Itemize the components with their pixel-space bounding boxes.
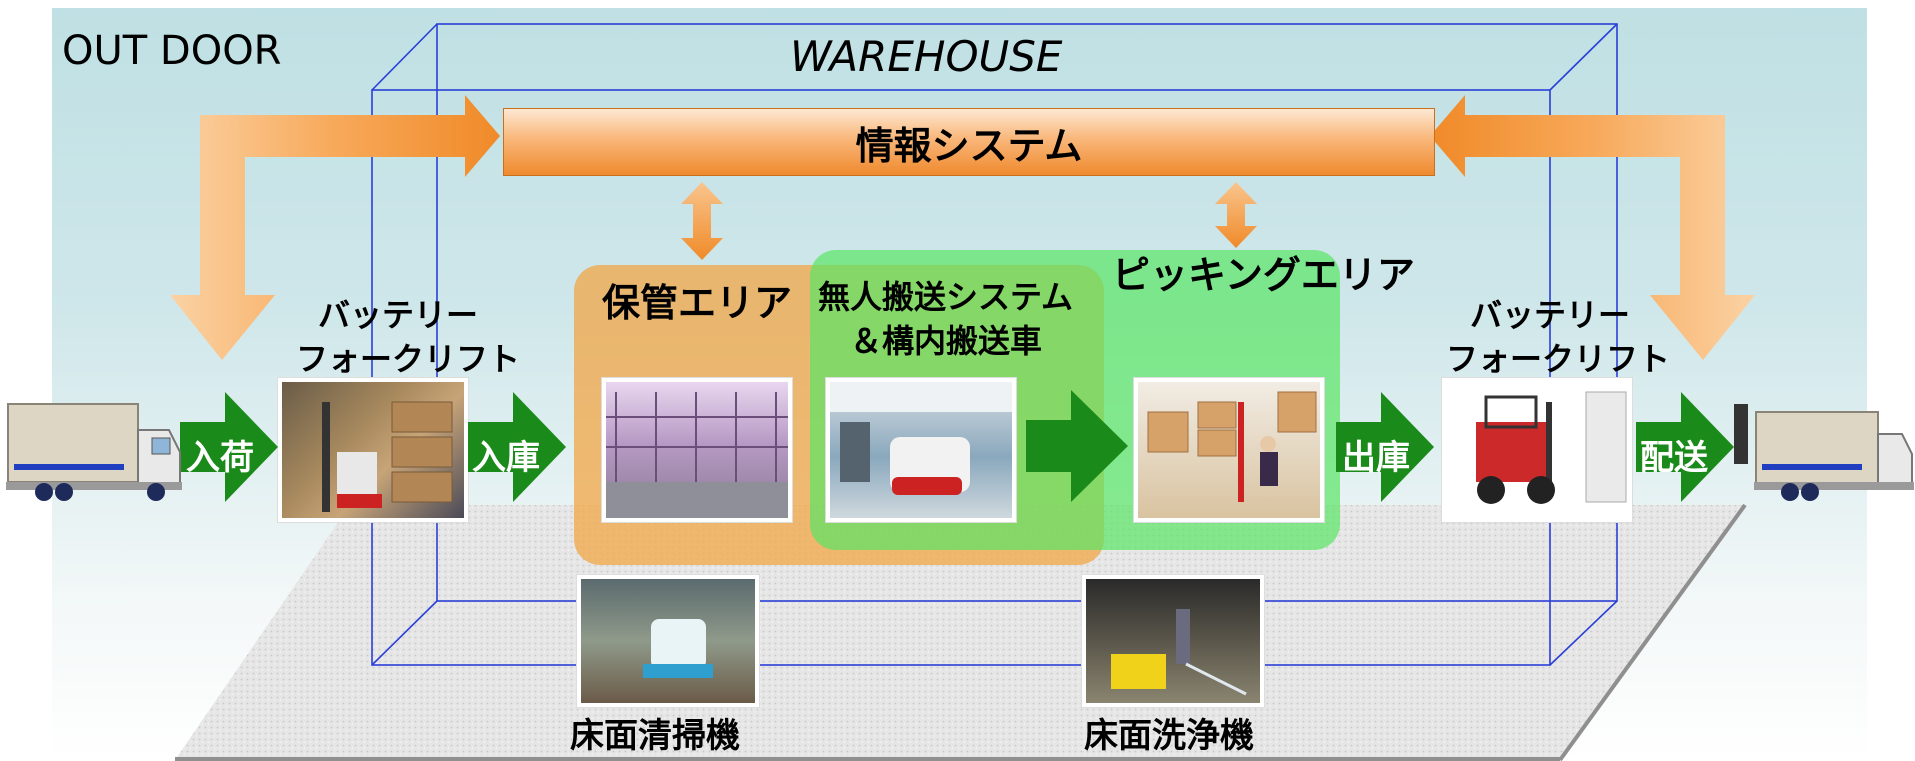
agv-label-line1: 無人搬送システム bbox=[818, 278, 1074, 316]
agv-photo bbox=[826, 378, 1016, 522]
forklift-right-illustration bbox=[1476, 391, 1627, 504]
storage-area-label: 保管エリア bbox=[602, 281, 793, 325]
transfer-arrow bbox=[1026, 390, 1128, 502]
forklift-left-photo bbox=[278, 378, 468, 522]
outdoor-label: OUT DOOR bbox=[62, 28, 282, 74]
forklift-right-label-line2: フォークリフト bbox=[1446, 340, 1671, 378]
storing-label: 入庫 bbox=[472, 438, 540, 478]
floor-sweeper-photo bbox=[577, 575, 759, 707]
picking-photo bbox=[1134, 378, 1324, 522]
storage-rack-photo bbox=[602, 378, 792, 522]
forklift-left-label-line1: バッテリー bbox=[318, 296, 479, 334]
delivery-arrow bbox=[1636, 392, 1734, 502]
receiving-label: 入荷 bbox=[186, 438, 254, 478]
truck-left-icon bbox=[6, 403, 182, 501]
floor-sweeper-label: 床面清掃機 bbox=[570, 716, 740, 756]
storage-rack-illustration bbox=[606, 392, 788, 518]
picking-illustration bbox=[1147, 391, 1317, 502]
warehouse-label: WAREHOUSE bbox=[790, 32, 1063, 81]
picking-area-label: ピッキングエリア bbox=[1112, 253, 1415, 297]
truck-right-icon bbox=[1734, 404, 1914, 501]
shipping-arrow bbox=[1336, 392, 1434, 502]
forklift-right-photo bbox=[1442, 378, 1632, 522]
info-system-bar: 情報システム bbox=[503, 108, 1435, 176]
info-system-label: 情報システム bbox=[855, 123, 1083, 168]
agv-label-line2: ＆構内搬送車 bbox=[850, 322, 1043, 360]
delivery-label: 配送 bbox=[1640, 438, 1708, 478]
floor-washer-photo bbox=[1082, 575, 1264, 707]
floor-washer-illustration bbox=[1111, 609, 1247, 696]
floor-sweeper-illustration bbox=[643, 619, 713, 678]
forklift-left-label-line2: フォークリフト bbox=[296, 340, 521, 378]
storing-arrow bbox=[468, 392, 566, 502]
floor-washer-label: 床面洗浄機 bbox=[1084, 716, 1254, 756]
receiving-arrow bbox=[180, 392, 278, 502]
shipping-label: 出庫 bbox=[1342, 438, 1410, 478]
agv-illustration bbox=[830, 382, 1012, 495]
forklift-left-illustration bbox=[322, 401, 453, 512]
forklift-right-label-line1: バッテリー bbox=[1470, 296, 1631, 334]
